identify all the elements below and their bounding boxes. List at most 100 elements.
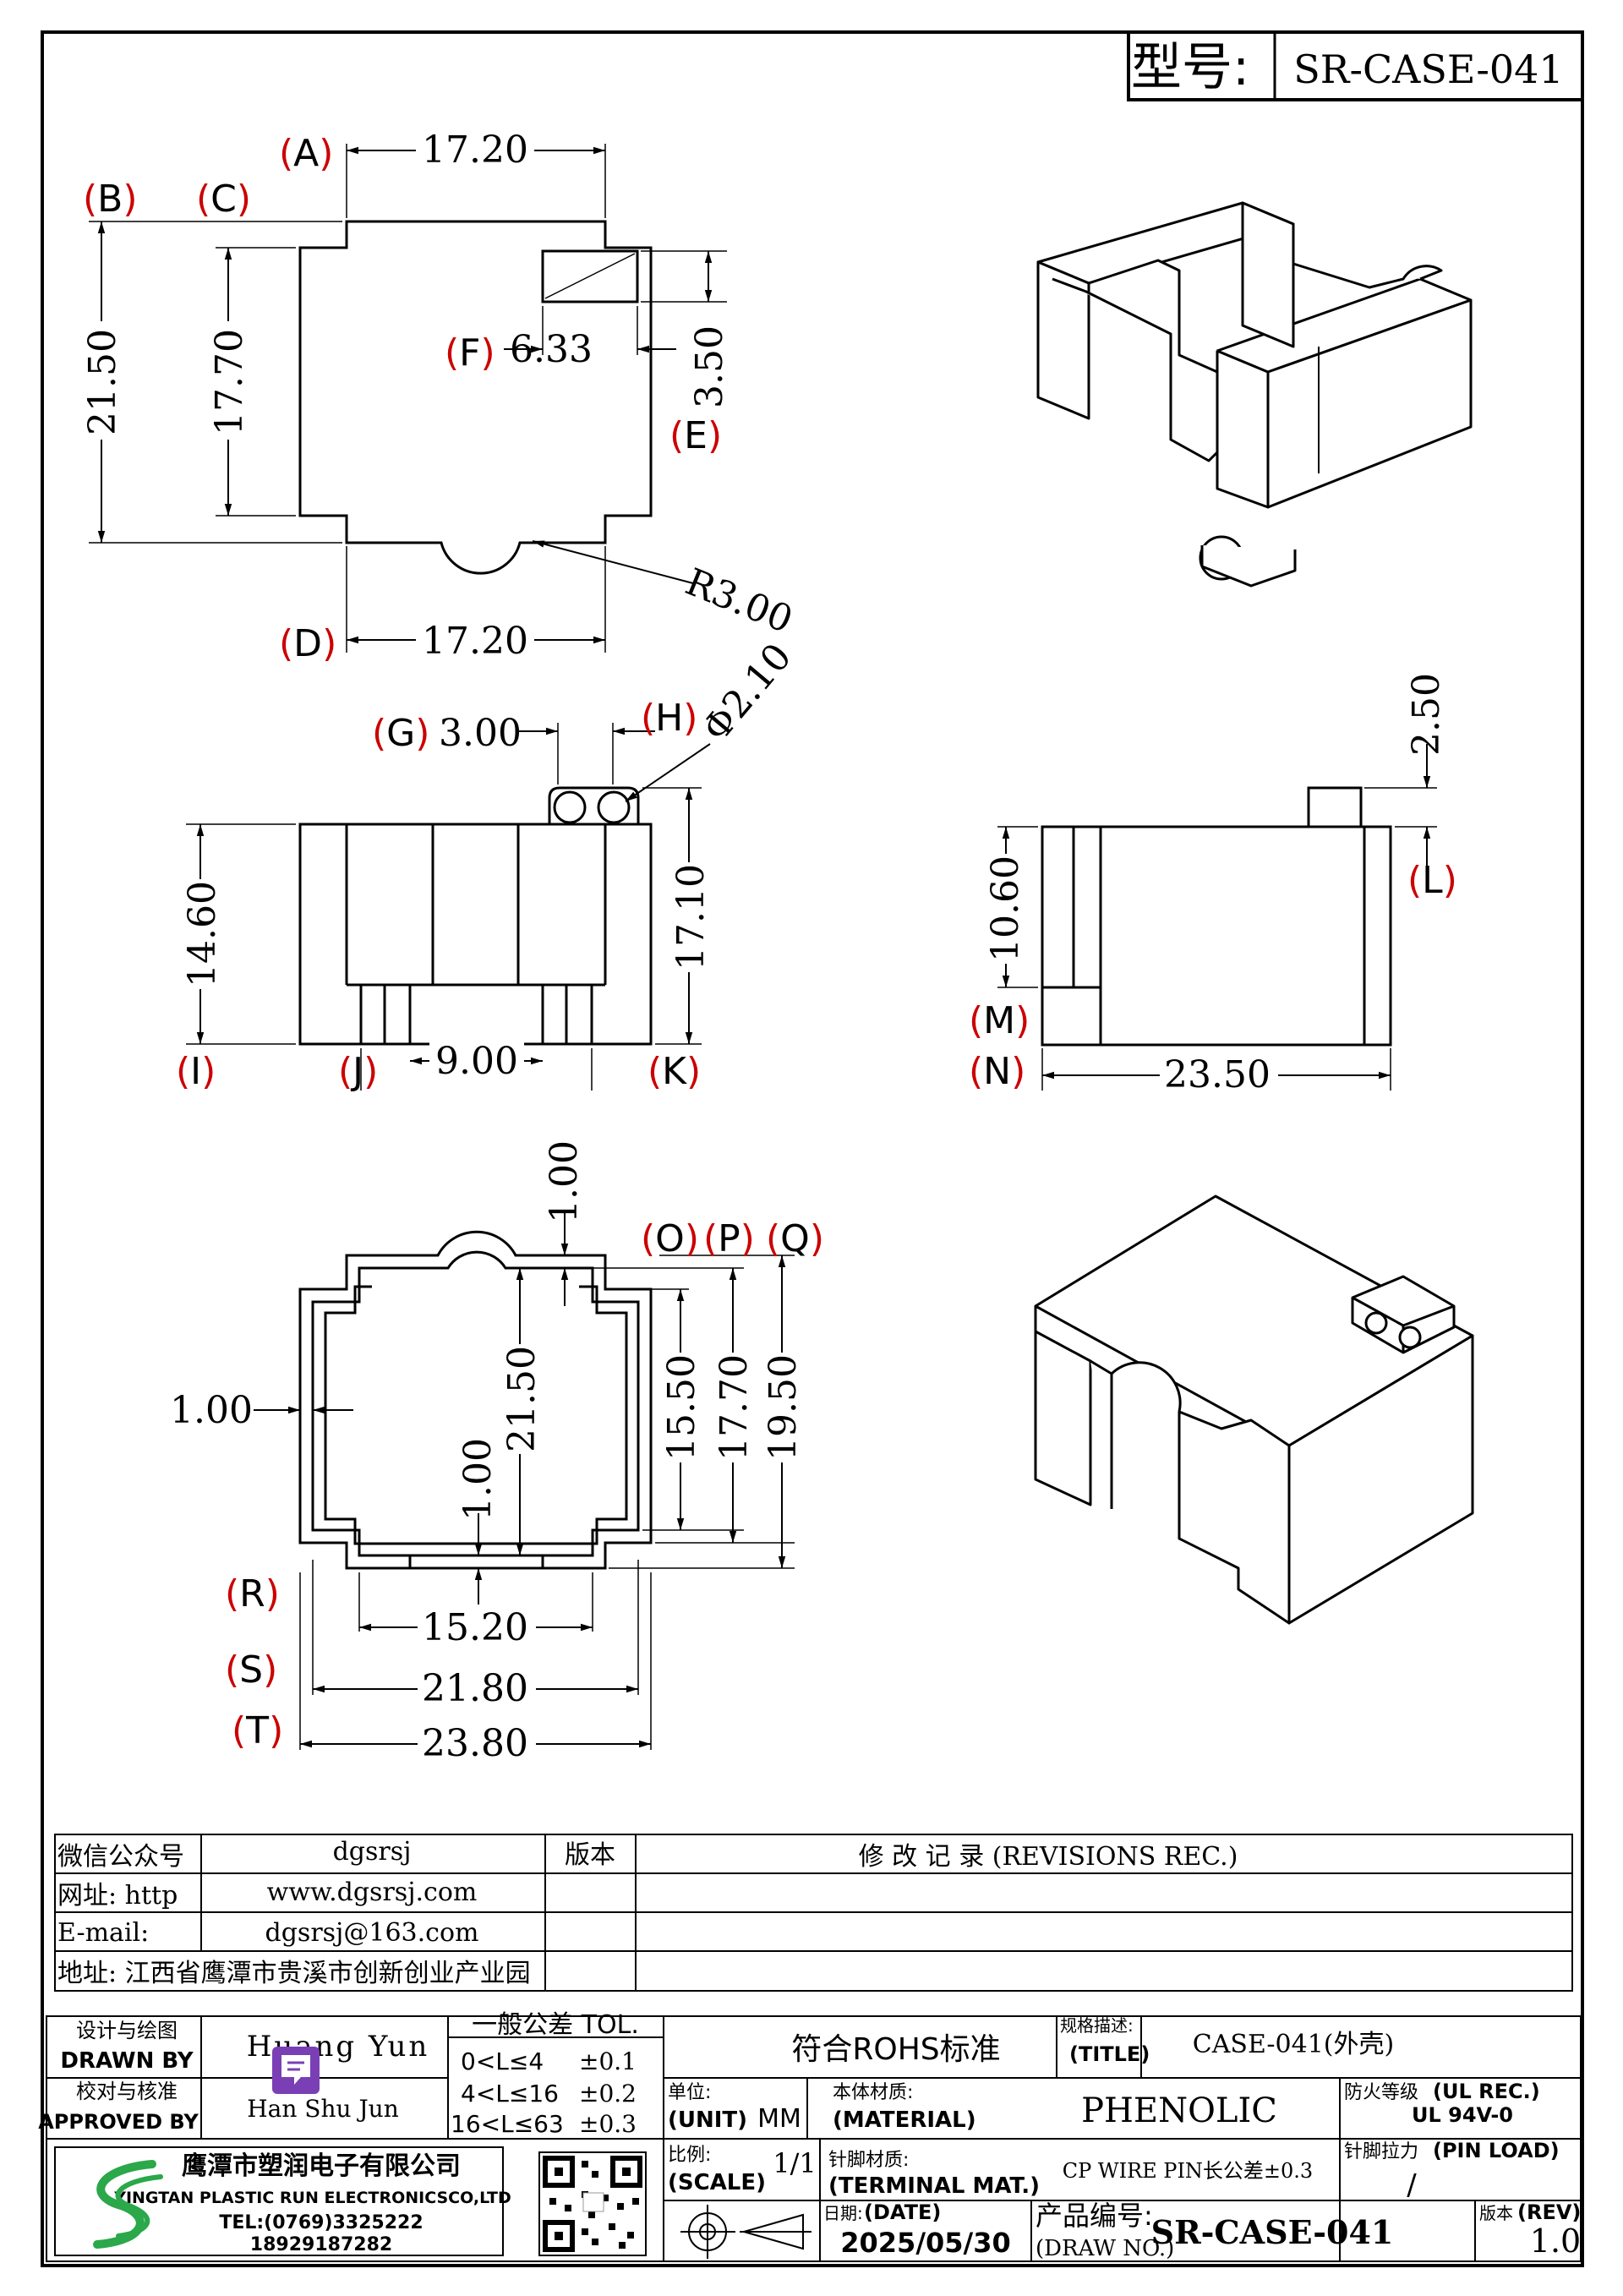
ref-label-T: (T) (232, 1709, 283, 1752)
dim-top-gap: 1.00 (543, 1140, 586, 1223)
revisions-label: 修 改 记 录 (REVISIONS REC.) (859, 1842, 1238, 1872)
company-phone: 18929187282 (250, 2234, 392, 2255)
model-box: 型号: SR-CASE-041 (1127, 30, 1584, 101)
address: 地址: 江西省鹰潭市贵溪市创新创业产业园 (57, 1959, 531, 1988)
ref-label-P: (P) (703, 1217, 755, 1260)
unit-value: MM (757, 2104, 801, 2134)
dim-h2: 17.70 (713, 1354, 756, 1461)
top-view-refs: (A) (B) (C) (D) (E) (F) (83, 132, 722, 665)
unit-label: 单位: (668, 2082, 711, 2103)
front-view-refs: (G) (H) (I) (J) (K) (176, 697, 701, 1093)
tol-value-2: ±0.2 (579, 2080, 637, 2107)
tol-value-3: ±0.3 (579, 2110, 637, 2138)
title-value: CASE-041(外壳) (1193, 2030, 1394, 2059)
side-view-refs: (L) (M) (N) (969, 859, 1457, 1093)
bottom-view-refs: (O) (P) (Q) (R) (S) (T) (225, 1217, 824, 1752)
model-label: 型号: (1131, 38, 1249, 97)
tol-range-1: 0<L≤4 (461, 2047, 544, 2075)
pinload-value: / (1407, 2168, 1417, 2202)
top-window (541, 249, 639, 303)
pinload-cn: 针脚拉力 (1344, 2141, 1418, 2162)
material-en: (MATERIAL) (833, 2107, 976, 2133)
dim-side-length: 23.50 (1164, 1053, 1271, 1096)
web-label: 网址: http (57, 1881, 178, 1911)
dim-window-width: 6.33 (510, 328, 593, 371)
bottom-view-dims: 1.00 1.00 21.50 1.00 15.50 17.70 19.50 1… (170, 1140, 805, 1767)
ul-value: UL 94V-0 (1412, 2103, 1513, 2127)
drawn-by-en: DRAWN BY (60, 2048, 194, 2074)
dim-w2: 21.80 (422, 1667, 528, 1710)
ref-label-I: (I) (176, 1050, 216, 1093)
ref-label-B: (B) (83, 178, 138, 221)
ul-en: (UL REC.) (1433, 2080, 1540, 2103)
company-en: YINGTAN PLASTIC RUN ELECTRONICSCO,LTD (113, 2189, 511, 2207)
terminal-value: CP WIRE PIN长公差±0.3 (1063, 2159, 1313, 2183)
dim-radius: R3.00 (680, 560, 799, 642)
wechat-label: 微信公众号 (57, 1842, 184, 1872)
web-value: www.dgsrsj.com (267, 1878, 478, 1907)
info-table (54, 1834, 1573, 1992)
unit-en: (UNIT) (668, 2107, 747, 2133)
company-tel: TEL:(0769)3325222 (219, 2212, 423, 2233)
title-block-text: 设计与绘图 DRAWN BY Huang Yun 校对与核准 APPROVED … (38, 2010, 1581, 2261)
drawno-en: (DRAW NO.) (1036, 2236, 1174, 2261)
tol-value-1: ±0.1 (579, 2047, 637, 2075)
terminal-cn: 针脚材质: (828, 2150, 909, 2171)
ref-label-R: (R) (225, 1572, 280, 1615)
info-table-text: 微信公众号 dgsrsj 网址: http www.dgsrsj.com E-m… (57, 1837, 1238, 1988)
dim-top-width: 17.20 (422, 128, 528, 172)
ul-cn: 防火等级 (1344, 2082, 1418, 2103)
isometric-view-bottom (1034, 1194, 1474, 1625)
qr-code-icon (538, 2151, 647, 2256)
dim-h3: 19.50 (762, 1354, 805, 1461)
top-view-dims: 17.20 17.20 21.50 17.70 6.33 3.50 R3.00 (78, 127, 799, 664)
tol-range-2: 4<L≤16 (461, 2080, 559, 2107)
tol-header: 一般公差 TOL. (472, 2010, 639, 2040)
drawno-value: SR-CASE-041 (1151, 2213, 1394, 2251)
top-view (89, 144, 727, 653)
side-view-dims: 2.50 10.60 23.50 (982, 673, 1448, 1099)
dim-inner-gap: 1.00 (456, 1438, 500, 1521)
rohs-label: 符合ROHS标准 (791, 2032, 1000, 2067)
comment-badge-icon[interactable] (272, 2047, 320, 2094)
scale-value: 1/1 (773, 2147, 817, 2179)
company-cn: 鹰潭市塑润电子有限公司 (182, 2151, 461, 2181)
company-logo-icon (93, 2160, 163, 2249)
ref-label-S: (S) (225, 1648, 277, 1692)
terminal-en: (TERMINAL MAT.) (828, 2173, 1040, 2199)
model-value: SR-CASE-041 (1293, 46, 1563, 92)
title-en: (TITLE) (1069, 2042, 1150, 2066)
dim-pin-dia: Φ2.10 (694, 636, 800, 750)
date-value: 2025/05/30 (840, 2227, 1011, 2259)
rev-cn: 版本 (1479, 2203, 1513, 2223)
approved-by-name: Han Shu Jun (247, 2095, 398, 2123)
dim-h1: 15.50 (660, 1354, 703, 1461)
ref-label-G: (G) (372, 712, 429, 755)
drawno-cn: 产品编号: (1036, 2200, 1153, 2232)
sheet-border (41, 30, 1584, 2267)
scale-en: (SCALE) (668, 2170, 766, 2195)
ref-label-D: (D) (279, 622, 336, 665)
ref-label-K: (K) (648, 1050, 701, 1093)
dim-w1: 15.20 (422, 1606, 528, 1649)
dim-side-body-height: 10.60 (984, 856, 1027, 962)
ref-label-L: (L) (1407, 859, 1457, 902)
ref-label-J: (J) (338, 1050, 378, 1093)
date-cn: 日期: (823, 2203, 863, 2223)
dim-window-height: 3.50 (688, 325, 731, 408)
email-label: E-mail: (57, 1918, 149, 1948)
ref-label-F: (F) (445, 331, 495, 374)
drawn-by-cn: 设计与绘图 (76, 2019, 178, 2042)
pinload-en: (PIN LOAD) (1433, 2139, 1560, 2162)
dim-inner-height: 17.70 (208, 329, 251, 435)
title-block (46, 2015, 1582, 2262)
projection-symbol-icon (680, 2205, 812, 2259)
dim-total-height: 17.10 (669, 864, 713, 970)
front-view-dims: 3.00 Φ2.10 14.60 17.10 9.00 (178, 636, 801, 1084)
dim-pin-pitch: 3.00 (439, 712, 522, 755)
ref-label-M: (M) (969, 999, 1030, 1042)
front-view (186, 723, 711, 1091)
version-label: 版本 (565, 1840, 615, 1870)
tol-range-3: 16<L≤63 (451, 2110, 564, 2138)
